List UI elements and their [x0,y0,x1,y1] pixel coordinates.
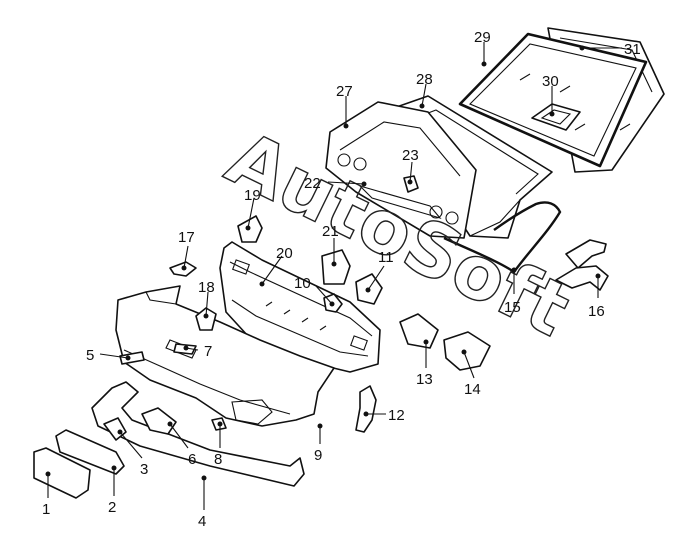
callout-29: 29 [474,29,491,46]
trunk-weatherstrip [443,201,562,274]
bracket-14 [443,331,491,371]
bracket-3 [103,417,127,441]
trunk-lid-inner-panel [325,101,477,239]
bracket-13 [399,313,439,349]
callout-13: 13 [416,371,433,388]
leader-dots [45,45,601,481]
trunk-hinge [555,239,609,291]
license-plate-pad [33,447,91,499]
callout-19: 19 [244,187,261,204]
bracket-6 [141,407,177,435]
reflector-5 [119,351,145,365]
callout-27: 27 [336,83,353,100]
callout-labels: 1 2 3 4 5 6 7 8 9 10 11 12 13 14 15 16 1… [42,29,641,530]
callout-20: 20 [276,245,293,262]
callout-22: 22 [304,175,321,192]
callout-5: 5 [86,347,94,364]
callout-1: 1 [42,501,50,518]
callout-17: 17 [178,229,195,246]
callout-2: 2 [108,499,116,516]
callout-23: 23 [402,147,419,164]
mount-21 [321,249,351,285]
callout-8: 8 [214,451,222,468]
callout-21: 21 [322,223,339,240]
callout-9: 9 [314,447,322,464]
rear-window-seal-frame [458,32,648,168]
bracket-12 [355,385,377,433]
callout-18: 18 [198,279,215,296]
callout-3: 3 [140,461,148,478]
callout-11: 11 [378,249,394,266]
leader-lines [47,42,622,510]
callout-16: 16 [588,303,605,320]
callout-31: 31 [624,41,641,58]
rear-bumper-cover [115,285,335,427]
callout-4: 4 [198,513,206,530]
callout-6: 6 [188,451,196,468]
callout-30: 30 [542,73,559,90]
callout-10: 10 [294,275,311,292]
callout-7: 7 [204,343,212,360]
license-plate-frame [55,429,125,475]
callout-28: 28 [416,71,433,88]
callout-15: 15 [504,299,521,316]
callout-14: 14 [464,381,481,398]
bracket-18 [195,307,217,331]
callout-12: 12 [388,407,405,424]
high-mount-brake-light [531,103,581,131]
bumper-lower-strip [91,381,305,487]
